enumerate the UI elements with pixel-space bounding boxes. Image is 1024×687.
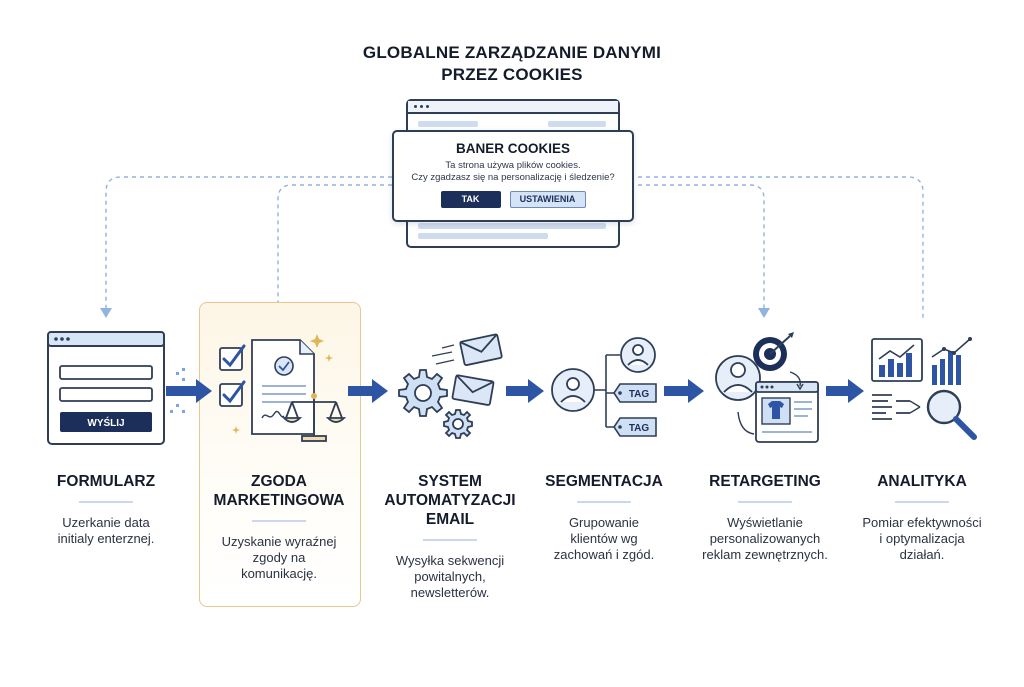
step-divider bbox=[738, 501, 792, 503]
flow-arrow-3 bbox=[506, 379, 544, 403]
cookie-banner-buttons: TAK USTAWIENIA bbox=[394, 191, 632, 208]
settings-button[interactable]: USTAWIENIA bbox=[509, 191, 586, 208]
step-description-line: Uzerkanie data bbox=[62, 515, 150, 530]
step-description-line: zachowań i zgód. bbox=[553, 547, 655, 562]
step-description-line: działań. bbox=[899, 547, 945, 562]
connector-to-analytics bbox=[630, 176, 924, 318]
submit-button-label: WYŚLIJ bbox=[87, 416, 124, 429]
cookie-banner: BANER COOKIES Ta strona używa plików coo… bbox=[392, 130, 634, 222]
cookie-banner-text-line-1: Ta strona używa plików cookies. bbox=[445, 160, 581, 171]
step-description-line: Uzyskanie wyraźnej bbox=[221, 534, 337, 549]
title-line-1: GLOBALNE ZARZĄDZANIE DANYMI bbox=[362, 43, 662, 62]
step-description-line: Wyświetlanie bbox=[727, 515, 803, 530]
cookie-banner-text-line-2: Czy zgadzasz się na personalizację i śle… bbox=[411, 172, 615, 183]
page-title: GLOBALNE ZARZĄDZANIE DANYMI PRZEZ COOKIE… bbox=[262, 42, 762, 86]
step-divider bbox=[577, 501, 631, 503]
step-description-line: Wysyłka sekwencji bbox=[395, 553, 505, 568]
connector-to-consent bbox=[277, 184, 392, 302]
step-divider bbox=[252, 520, 306, 522]
step-title: SYSTEM AUTOMATYZACJI EMAIL bbox=[370, 472, 530, 529]
step-title-line: EMAIL bbox=[425, 511, 475, 528]
step-divider bbox=[423, 539, 477, 541]
step-title-line: ANALITYKA bbox=[877, 473, 967, 490]
tag-label-1: TAG bbox=[629, 389, 650, 400]
cookie-banner-text: Ta strona używa plików cookies. Czy zgad… bbox=[394, 160, 632, 184]
step-description-line: personalizowanych bbox=[709, 531, 821, 546]
step-description-line: initialy enterznej. bbox=[57, 531, 155, 546]
step-description-line: Grupowanie bbox=[568, 515, 640, 530]
connector-arrowhead-form bbox=[100, 308, 112, 318]
browser-toolbar bbox=[408, 101, 618, 114]
charts-magnifier-icon bbox=[871, 337, 977, 440]
pixel-dot bbox=[182, 410, 185, 413]
step-description-line: Pomiar efektywności bbox=[862, 515, 982, 530]
page-placeholder-line bbox=[418, 121, 478, 127]
step-title-line: FORMULARZ bbox=[56, 473, 156, 490]
step-description-line: newsletterów. bbox=[410, 585, 490, 600]
step-divider bbox=[895, 501, 949, 503]
connector-to-retargeting bbox=[630, 184, 765, 312]
user-tags-icon: TAG TAG bbox=[551, 337, 657, 437]
step-title-line: ZGODA bbox=[251, 473, 307, 490]
web-form-icon: WYŚLIJ bbox=[47, 331, 165, 445]
pixel-dot bbox=[176, 372, 179, 375]
flow-arrow-2 bbox=[348, 379, 388, 403]
pixel-dot bbox=[176, 404, 179, 407]
connector-to-form bbox=[105, 176, 392, 312]
gears-envelopes-icon bbox=[398, 333, 503, 439]
step-description-line: zgody na bbox=[252, 550, 306, 565]
step-title-line: RETARGETING bbox=[709, 473, 821, 490]
step-description-line: reklam zewnętrznych. bbox=[702, 547, 828, 562]
flow-arrow-1 bbox=[166, 379, 212, 403]
step-title: SEGMENTACJA bbox=[529, 472, 679, 491]
step-description-line: komunikację. bbox=[241, 566, 317, 581]
step-title: FORMULARZ bbox=[31, 472, 181, 491]
consent-document-scales-icon bbox=[219, 334, 347, 442]
step-title: ANALITYKA bbox=[842, 472, 1002, 491]
pixel-dot bbox=[170, 410, 173, 413]
cookie-banner-title: BANER COOKIES bbox=[455, 141, 570, 156]
page-placeholder-line bbox=[418, 233, 548, 239]
page-placeholder-line bbox=[418, 223, 606, 229]
target-user-ad-icon bbox=[715, 332, 819, 443]
step-title: RETARGETING bbox=[685, 472, 845, 491]
step-title: ZGODA MARKETINGOWA bbox=[201, 472, 357, 510]
tag-label-2: TAG bbox=[629, 423, 650, 434]
step-description-line: klientów wg bbox=[570, 531, 638, 546]
pixel-dot bbox=[182, 368, 185, 371]
pixel-dot bbox=[182, 378, 185, 381]
step-title-line: SEGMENTACJA bbox=[545, 473, 663, 490]
flow-arrow-5 bbox=[826, 379, 864, 403]
accept-button[interactable]: TAK bbox=[440, 191, 501, 208]
step-description-line: powitalnych, bbox=[414, 569, 486, 584]
step-title-line: SYSTEM bbox=[418, 473, 482, 490]
flow-arrow-4 bbox=[664, 379, 704, 403]
step-title-line: MARKETINGOWA bbox=[213, 492, 345, 509]
title-line-2: PRZEZ COOKIES bbox=[441, 65, 583, 84]
step-divider bbox=[79, 501, 133, 503]
page-placeholder-line bbox=[548, 121, 606, 127]
step-title-line: AUTOMATYZACJI bbox=[384, 492, 516, 509]
connector-arrowhead-retargeting bbox=[758, 308, 770, 318]
step-description-line: i optymalizacja bbox=[879, 531, 965, 546]
